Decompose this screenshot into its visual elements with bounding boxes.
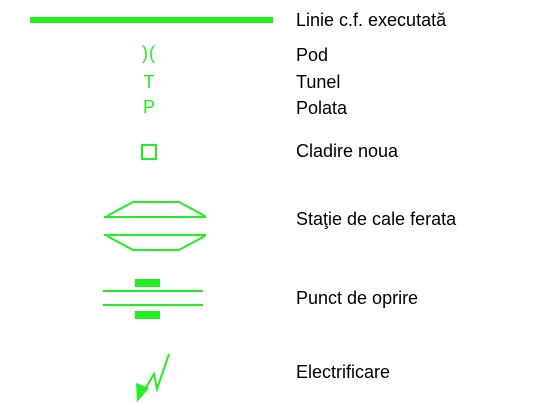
legend-label-railway-station: Staţie de cale ferata xyxy=(296,209,457,229)
new-building-icon xyxy=(141,144,157,160)
stop-point-icon xyxy=(103,279,203,319)
bridge-icon: )( xyxy=(142,43,156,63)
platform-icon: P xyxy=(142,97,155,117)
legend-label-platform: Polata xyxy=(296,98,348,118)
legend-label-railway-line: Linie c.f. executată xyxy=(296,10,447,30)
legend-label-bridge: Pod xyxy=(296,45,329,65)
legend-label-new-building: Cladire noua xyxy=(296,141,399,161)
electrification-icon xyxy=(136,353,170,402)
tunnel-icon: T xyxy=(143,72,155,92)
railway-line-icon xyxy=(30,17,273,23)
legend-label-electrification: Electrificare xyxy=(296,362,391,382)
legend-label-stop-point: Punct de oprire xyxy=(296,288,419,308)
railway-station-icon xyxy=(104,201,206,251)
legend-label-tunnel: Tunel xyxy=(296,72,341,92)
